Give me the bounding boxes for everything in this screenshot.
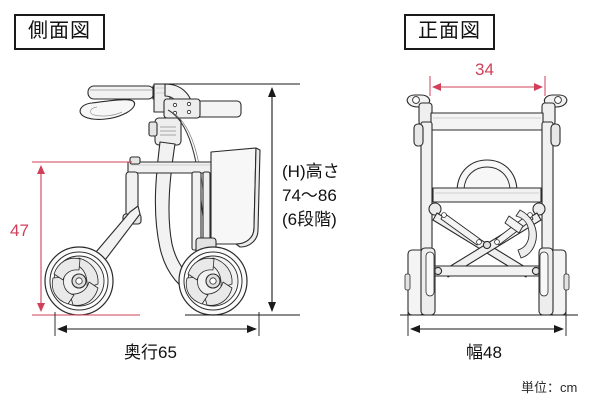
height-dimension-label: (H)高さ 74〜86 (6段階) (282, 160, 340, 232)
front-backrest-bar (430, 112, 544, 131)
front-right-handle (541, 94, 568, 126)
front-view-left-wheel (404, 247, 436, 316)
height-adjust-clamp (148, 117, 182, 146)
seat-height-dimension-label: 47 (10, 221, 29, 240)
rear-wheel (178, 246, 248, 316)
unit-note-label: 単位：cm (521, 380, 578, 395)
front-left-pivot (428, 202, 442, 216)
side-view-dimension-lines (32, 83, 300, 336)
height-dimension-line2: 74〜86 (282, 186, 337, 205)
front-view-dimension-lines (400, 76, 578, 336)
side-view-drawing (44, 83, 261, 316)
height-dimension-line1: (H)高さ (282, 162, 340, 181)
height-dimension-line3: (6段階) (282, 210, 337, 229)
brake-lever (79, 99, 136, 120)
inner-width-dimension-label: 34 (475, 60, 494, 79)
front-brake-mechanism (504, 209, 537, 259)
depth-dimension-label: 奥行65 (124, 343, 177, 362)
storage-basket (210, 147, 261, 248)
front-wheel (44, 246, 114, 316)
front-seat (456, 159, 518, 191)
front-view-label: 正面図 (404, 14, 495, 50)
front-lower-bar (432, 265, 542, 277)
front-right-pivot (532, 202, 546, 216)
front-view-drawing (404, 94, 570, 316)
side-view-label: 側面図 (14, 14, 105, 50)
width-dimension-label: 幅48 (466, 343, 502, 362)
front-left-handle (406, 94, 433, 126)
front-seat-bar (432, 187, 542, 203)
front-view-right-wheel (538, 247, 570, 316)
